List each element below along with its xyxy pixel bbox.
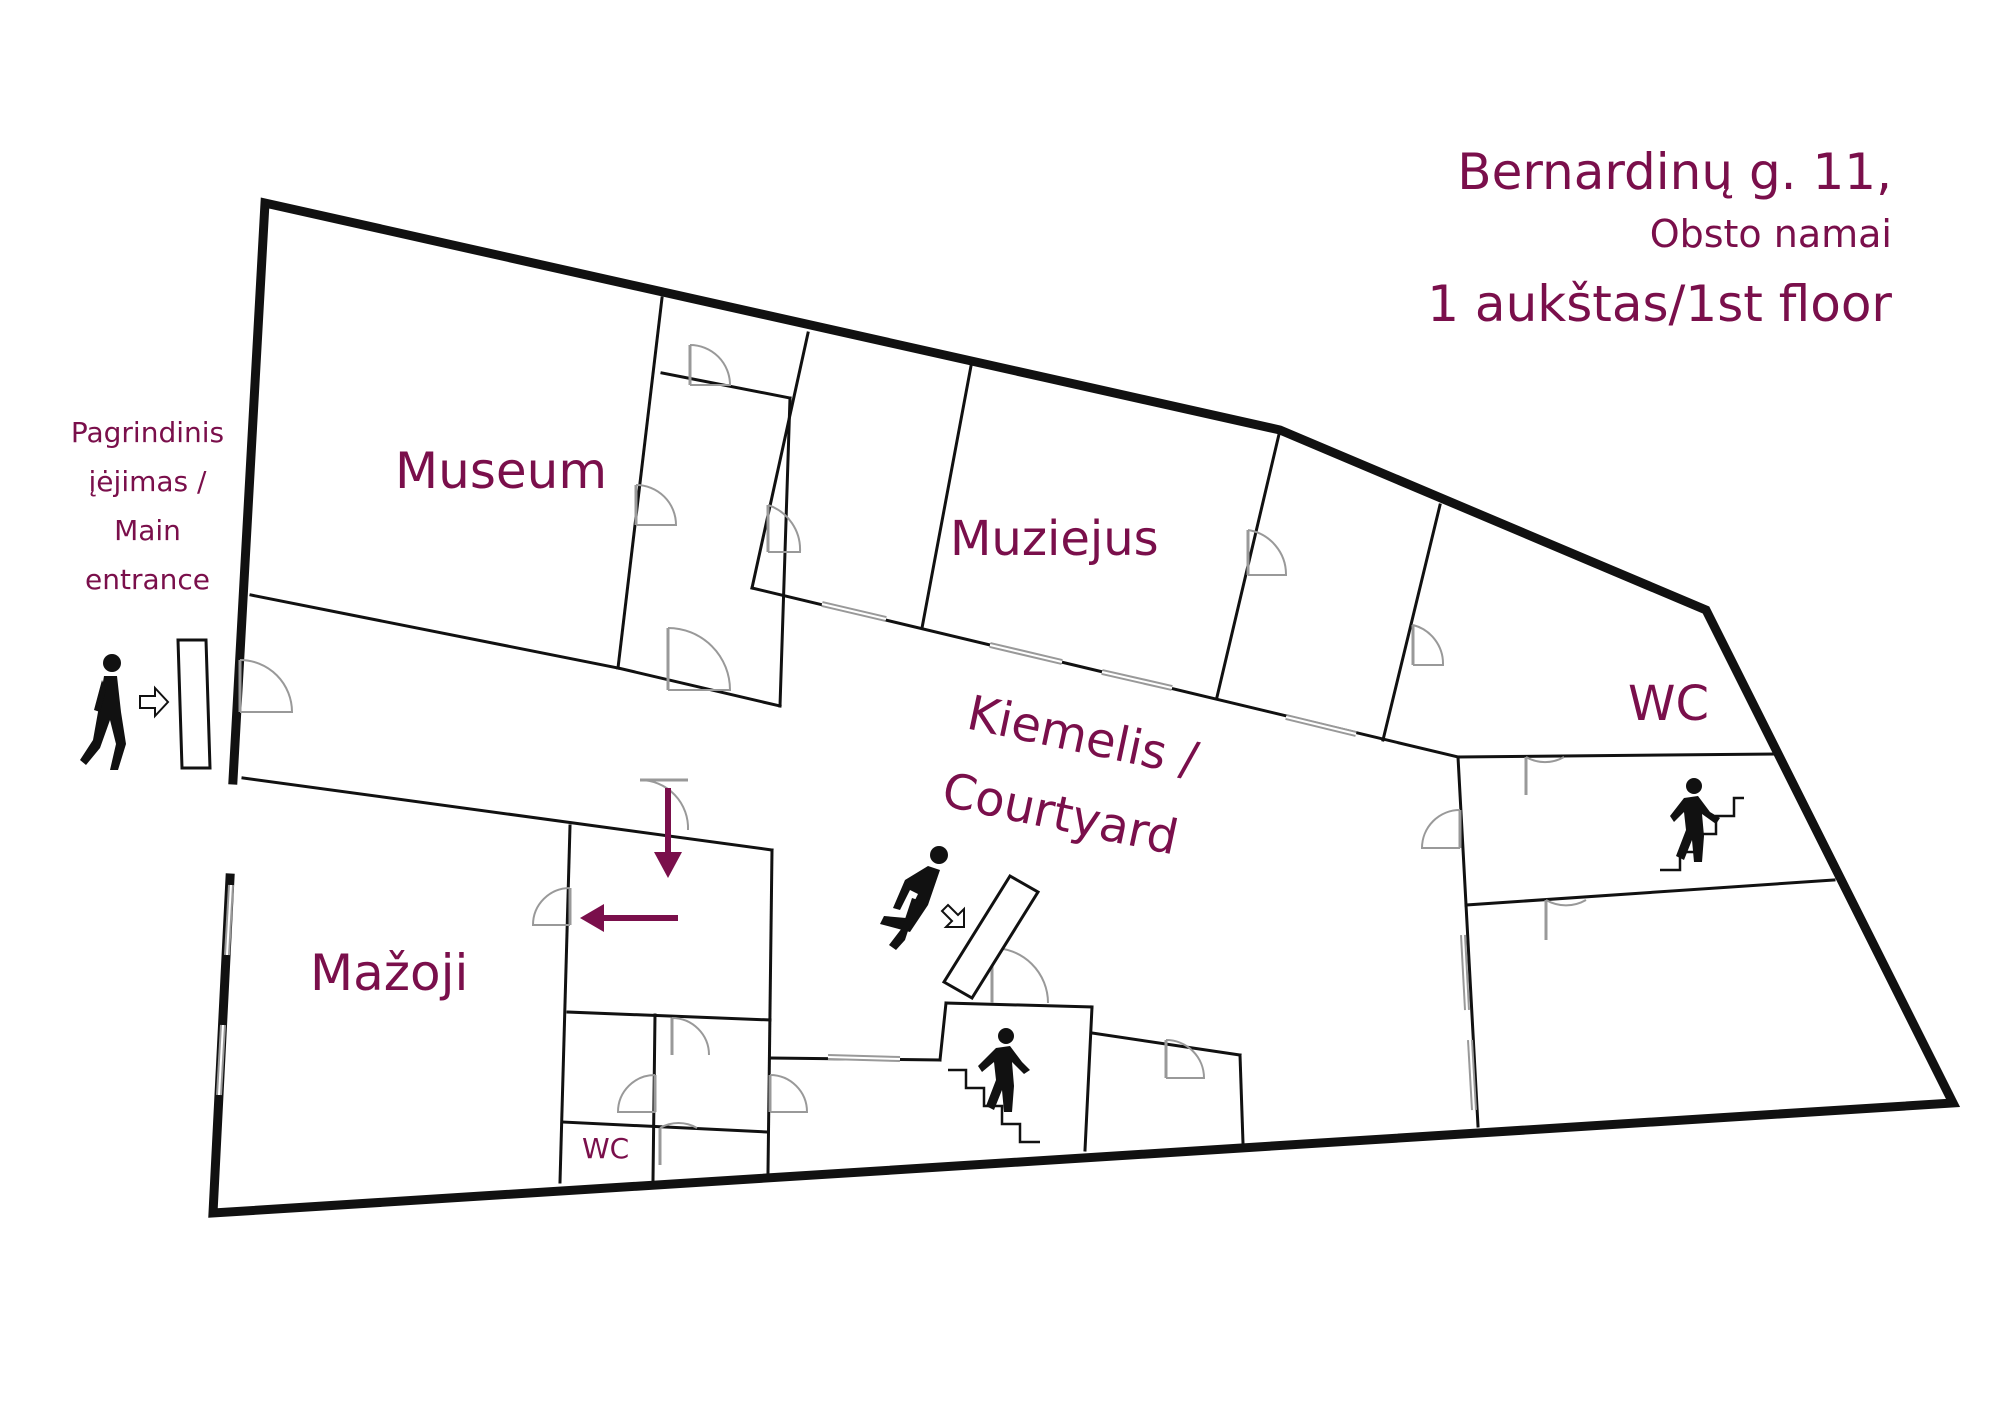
door-icon [990,946,1049,1004]
door-icon [1420,809,1462,849]
door-icon [616,1074,657,1113]
entrance-label-line: Pagrindinis [70,416,225,449]
entrance-door-icon [238,659,294,713]
door-icon [531,887,572,926]
door-icon [688,344,732,386]
building-name: Obsto namai [1649,212,1892,256]
door-icon [768,1074,809,1113]
door-icon [1246,529,1288,576]
stairs-up-icon [1660,778,1744,872]
room-label-wc-small: WC [582,1132,629,1165]
door-icon [1164,1039,1206,1079]
main-entrance-label: Pagrindinis įėjimas / Main entrance [50,408,245,604]
room-label-wc: WC [1628,676,1709,732]
floor-title: 1 aukštas/1st floor [1427,275,1892,333]
room-label-muziejus: Muziejus [950,511,1159,567]
room-label-mazoji: Mažoji [310,944,468,1002]
courtyard-door-icon [941,873,1041,1001]
door-icon [634,484,678,526]
title-block: Bernardinų g. 11, Obsto namai 1 aukštas/… [1427,140,1892,344]
entrance-label-line: entrance [85,563,210,596]
walking-person-icon [80,654,126,770]
entrance-label-line: įėjimas / [88,465,207,498]
direction-arrow-icon [580,904,678,932]
walking-person-icon [880,846,948,950]
door-icon [639,778,690,831]
entrance-label-line: Main [114,514,181,547]
door-icon [766,504,802,553]
door-icon [670,1017,710,1056]
doors [238,344,1587,1165]
main-entrance-door-icon [176,638,212,770]
door-icon [658,1122,698,1165]
entry-arrow-icon [139,685,170,719]
door-icon [1544,899,1587,940]
direction-arrow-icon [654,788,682,878]
room-label-museum: Museum [395,442,607,500]
address-title: Bernardinų g. 11, [1457,143,1892,201]
door-icon [1524,756,1565,795]
door-icon [1411,624,1445,666]
door-icon [666,627,732,691]
windows [216,601,1477,1111]
entry-arrow-icon [940,903,965,928]
outer-walls [208,197,1961,1218]
stairs-up-icon [948,1028,1040,1144]
